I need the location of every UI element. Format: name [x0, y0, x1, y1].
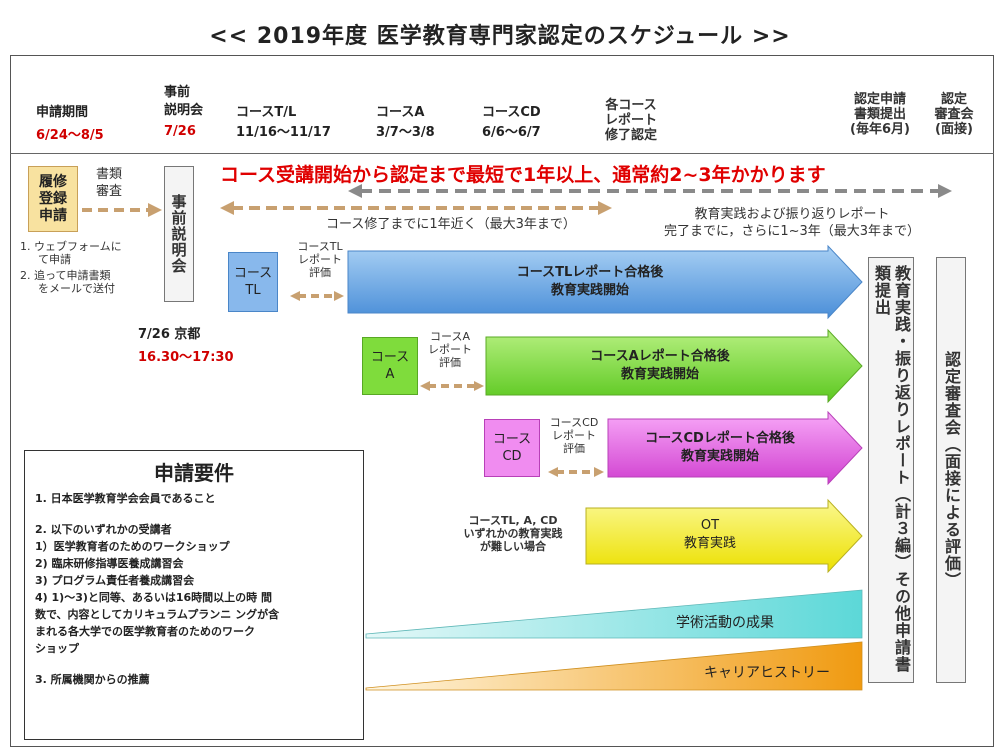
course-tl-box: コース TL — [228, 252, 278, 312]
review-box: 認定審査会（面接による評価） — [936, 257, 966, 683]
application-period-label: 申請期間 — [36, 105, 89, 120]
duration-headline: コース受講開始から認定まで最短で1年以上、通常約2~3年かかります — [220, 164, 826, 186]
briefing-label-1: 事前 — [164, 85, 191, 100]
course-reports-header: 各コース レポート 修了認定 — [604, 98, 657, 143]
registration-box: 履修登録申請 — [28, 166, 78, 232]
briefing-date: 7/26 — [164, 124, 196, 139]
review-header: 認定 審査会 (面接) — [934, 92, 974, 137]
ot-note: コースTL, A, CD いずれかの教育実践 が難しい場合 — [463, 514, 563, 553]
requirements-title: 申請要件 — [154, 461, 234, 485]
career-label: キャリアヒストリー — [704, 665, 830, 681]
briefing-label-2: 説明会 — [164, 103, 204, 118]
cd-arrow-label: コースCDレポート合格後 教育実践開始 — [645, 431, 795, 464]
course-cd-box: コース CD — [484, 419, 540, 477]
academic-wedge — [365, 589, 863, 639]
diagram-frame — [10, 55, 994, 747]
course-a-box: コース A — [362, 337, 418, 395]
a-practice-arrow — [485, 328, 863, 404]
a-eval-arrow — [420, 381, 484, 391]
requirements-box: 申請要件 1. 日本医学教育学会会員であること 2. 以下のいずれかの受講者 1… — [24, 450, 364, 740]
registration-steps: 1. ウェブフォームに て申請 2. 追って申請書類 をメールで送付 — [20, 240, 122, 295]
registration-to-briefing-arrow — [82, 203, 162, 217]
course-completion-note: コース修了までに1年近く（最大3年まで） — [326, 217, 576, 232]
academic-label: 学術活動の成果 — [676, 615, 774, 631]
tl-eval-arrow — [290, 291, 344, 301]
course-cd-dates: 6/6〜6/7 — [482, 125, 541, 140]
course-tl-dates: 11/16〜11/17 — [236, 125, 331, 140]
briefing-box: 事前説明会 — [164, 166, 194, 302]
course-tl-eval: コースTL レポート 評価 — [297, 240, 343, 279]
briefing-place: 7/26 京都 — [138, 327, 201, 342]
page-title: << 2019年度 医学教育専門家認定のスケジュール >> — [209, 24, 791, 49]
course-a-dates: 3/7〜3/8 — [376, 125, 435, 140]
cd-eval-arrow — [548, 467, 604, 477]
career-wedge — [365, 641, 863, 691]
course-tl-label: コースT/L — [236, 105, 297, 120]
tl-arrow-label: コースTLレポート合格後 教育実践開始 — [516, 265, 664, 298]
cd-practice-arrow — [607, 410, 863, 486]
ot-practice-arrow — [585, 498, 863, 574]
briefing-time: 16.30〜17:30 — [138, 350, 234, 365]
application-period-dates: 6/24〜8/5 — [36, 128, 104, 143]
course-a-eval: コースA レポート 評価 — [428, 330, 472, 369]
course-cd-eval: コースCD レポート 評価 — [549, 416, 599, 455]
ot-arrow-label: OT 教育実践 — [683, 518, 736, 551]
header-separator — [10, 153, 994, 154]
a-arrow-label: コースAレポート合格後 教育実践開始 — [590, 349, 730, 382]
tl-practice-arrow — [347, 244, 863, 320]
course-cd-label: コースCD — [482, 105, 541, 120]
document-review-label: 書類 審査 — [96, 167, 123, 199]
reports-submission-box: 教育実践・振り返りレポート（計３編）その他申請書類提出 — [868, 257, 914, 683]
practice-note: 教育実践および振り返りレポート 完了までに，さらに1~3年（最大3年まで） — [664, 207, 921, 239]
course-completion-arrow — [220, 201, 612, 215]
cert-application-header: 認定申請 書類提出 (毎年6月) — [850, 92, 910, 137]
total-duration-arrow — [348, 184, 952, 198]
course-a-label: コースA — [376, 105, 425, 120]
